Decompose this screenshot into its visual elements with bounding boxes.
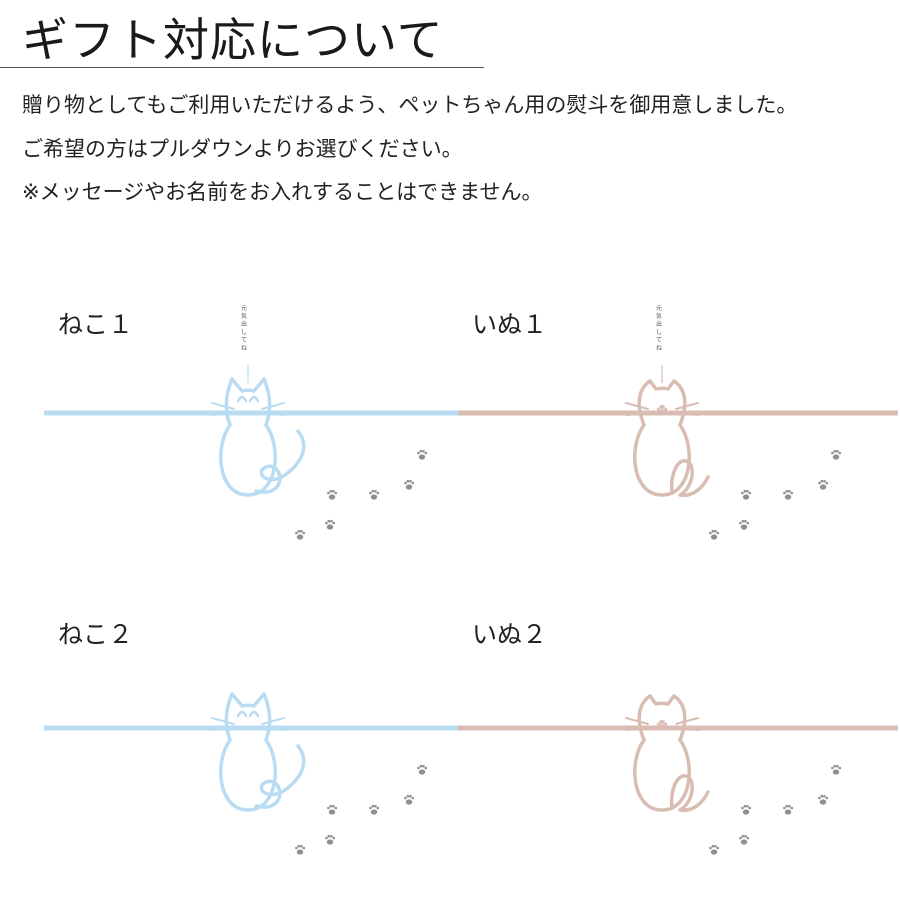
dog-icon [625, 694, 710, 813]
design-label: いぬ２ [472, 620, 548, 649]
noshi-illustration [458, 694, 898, 855]
paw-print-icon [295, 529, 306, 540]
cat-icon [211, 377, 306, 497]
paw-print-icon [739, 834, 750, 845]
noshi-message: 元気出してね [655, 305, 662, 352]
paw-print-icon [831, 449, 842, 460]
paw-print-icon [404, 794, 415, 805]
paw-print-icon [818, 479, 829, 490]
design-neko-2: ねこ２ [44, 615, 484, 895]
noshi-illustration [44, 692, 484, 855]
paw-print-icon [741, 489, 752, 500]
paw-print-icon [325, 519, 336, 530]
description-line-3: ※メッセージやお名前をお入れすることはできません。 [22, 180, 543, 204]
design-label: ねこ１ [58, 310, 134, 339]
design-label: ねこ２ [58, 620, 134, 649]
noshi-illustration [44, 365, 484, 540]
design-inu-1: いぬ１ 元気出してね [458, 305, 898, 585]
noshi-illustration [458, 365, 898, 540]
paw-print-icon [404, 479, 415, 490]
design-label: いぬ１ [472, 310, 548, 339]
paw-print-icon [783, 489, 794, 500]
title-underline [0, 67, 484, 68]
paw-print-icon [818, 794, 829, 805]
paw-print-icon [295, 844, 306, 855]
paw-print-icon [327, 804, 338, 815]
description-line-1: 贈り物としてもご利用いただけるよう、ペットちゃん用の熨斗を御用意しました。 [22, 93, 798, 117]
paw-print-icon [327, 489, 338, 500]
dog-icon [625, 379, 710, 498]
paw-print-icon [417, 764, 428, 775]
paw-print-icon [831, 764, 842, 775]
paw-print-icon [369, 489, 380, 500]
design-neko-1: ねこ１ 元気出してね [44, 305, 484, 585]
description-line-2: ご希望の方はプルダウンよりお選びください。 [22, 137, 463, 161]
design-inu-2: いぬ２ [458, 615, 898, 895]
paw-print-icon [417, 449, 428, 460]
paw-print-icon [709, 529, 720, 540]
cat-icon [211, 692, 306, 812]
paw-print-icon [325, 834, 336, 845]
paw-print-icon [369, 804, 380, 815]
page-title: ギフト対応について [22, 13, 444, 67]
paw-print-icon [709, 844, 720, 855]
paw-print-icon [783, 804, 794, 815]
paw-print-icon [739, 519, 750, 530]
paw-print-icon [741, 804, 752, 815]
noshi-message: 元気出してね [240, 305, 247, 352]
